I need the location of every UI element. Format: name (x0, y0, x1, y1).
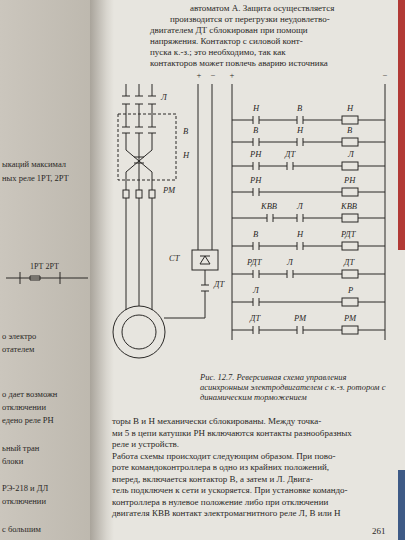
circuit-label: КВВ (260, 202, 278, 212)
circuit-label: ДТ (249, 314, 261, 324)
circuit-label: РДТ (340, 230, 357, 240)
circuit-stroke (342, 270, 358, 278)
circuit-label: Л (347, 150, 355, 160)
circuit-label: ДТ (213, 280, 225, 290)
circuit-label: РМ (162, 186, 176, 196)
circuit-label: Н (296, 126, 304, 136)
circuit-stroke (342, 242, 358, 250)
left-page-text: о дает возможн (2, 390, 57, 400)
book-cover (398, 470, 405, 540)
circuit-stroke (342, 326, 358, 334)
circuit-label: В (182, 127, 189, 137)
circuit-label: РН (249, 176, 262, 186)
circuit-stroke (232, 188, 385, 196)
left-page-text: РЭ-218 и ДЛ (2, 484, 48, 494)
circuit-stroke (232, 298, 385, 306)
circuit-stroke (232, 270, 385, 278)
circuit-stroke (232, 242, 385, 250)
circuit-label: РМ (293, 314, 307, 324)
body-text-line: реле и устройств. (112, 439, 179, 449)
body-text-line: контроллера в нулевое положение либо при… (112, 497, 328, 507)
circuit-label: РН (343, 176, 356, 186)
circuit-label: Р (347, 286, 354, 296)
circuit-label: ДТ (284, 150, 296, 160)
gutter-shadow (90, 0, 114, 540)
left-page-text: блоки (2, 457, 23, 467)
figure-caption: Рис. 12.7. Реверсивная схема управления … (200, 372, 392, 403)
body-text-line: напряжения. Контактор с силовой конт- (150, 36, 303, 46)
circuit-label: Н (346, 104, 354, 114)
left-page-text: отключении (2, 497, 46, 507)
left-page-text: ыкаций максимал (2, 160, 66, 170)
body-text-line: Работа схемы происходит следующим образо… (112, 451, 335, 461)
body-text-line: двигателя КВВ контакт электромагнитного … (112, 508, 341, 518)
circuit-label: Л (296, 202, 304, 212)
left-page-text: ных реле 1РТ, 2РТ (2, 174, 69, 184)
circuit-stroke (342, 298, 358, 306)
circuit-stroke (232, 116, 385, 124)
circuit-label: РДТ (246, 258, 263, 268)
body-text-line: торы В и Н механически сблокированы. Меж… (112, 416, 321, 426)
circuit-label: РН (249, 150, 262, 160)
body-text-line: пуска к.-з.; это необходимо, так как (150, 47, 286, 57)
circuit-stroke (232, 138, 385, 146)
body-text-line: автоматом А. Защита осуществляется (190, 3, 334, 13)
circuit-stroke (342, 214, 358, 222)
left-page-text: отключении (2, 403, 46, 413)
circuit-label: Н (182, 151, 190, 161)
circuit-label: + (195, 71, 203, 81)
circuit-stroke (232, 326, 385, 334)
circuit-label: В (296, 104, 303, 114)
body-text-line: 261 (372, 526, 386, 536)
circuit-label: РМ (343, 314, 357, 324)
circuit-label: Н (252, 104, 260, 114)
circuit-label: СТ (168, 254, 180, 264)
body-text-line: тель подключен к сети и ускоряется. При … (112, 485, 348, 495)
left-page-text: едено реле РН (2, 416, 54, 426)
circuit-label: В (346, 126, 353, 136)
circuit-label: Л (160, 93, 168, 103)
body-text-line: контакторов может повлечь аварию источни… (150, 58, 328, 68)
circuit-stroke (342, 188, 358, 196)
circuit-label: − (209, 71, 217, 81)
left-page-text: отателем (2, 345, 34, 355)
circuit-label: ДТ (343, 258, 355, 268)
left-page-text: 1РТ 2РТ (30, 262, 59, 271)
book-spine (398, 0, 405, 250)
body-text-line: производится от перегрузки неудовлетво- (170, 14, 330, 24)
circuit-label: В (252, 126, 259, 136)
left-page-text: ьный тран (2, 444, 39, 454)
circuit-label: + (228, 71, 236, 81)
circuit-label: Н (296, 230, 304, 240)
circuit-stroke (232, 84, 385, 340)
left-page-text: о электро (2, 332, 36, 342)
body-text-line: ми 5 в цепи катушки РН включаются контак… (112, 428, 352, 438)
body-text-line: вперед, включается контактор В, а затем … (112, 474, 313, 484)
left-page-text: с большим (2, 525, 41, 535)
circuit-stroke (342, 138, 358, 146)
circuit-label: − (381, 71, 389, 81)
body-text-line: роте командоконтроллера в одно из крайни… (112, 462, 329, 472)
circuit-stroke (342, 162, 358, 170)
circuit-label: Л (252, 286, 260, 296)
circuit-stroke (232, 162, 385, 170)
circuit-label: В (252, 230, 259, 240)
circuit-stroke (232, 214, 385, 222)
body-text-line: двигателем ДТ сблокирован при помощи (150, 25, 308, 35)
circuit-label: Л (286, 258, 294, 268)
circuit-label: КВВ (340, 202, 358, 212)
circuit-stroke (342, 116, 358, 124)
